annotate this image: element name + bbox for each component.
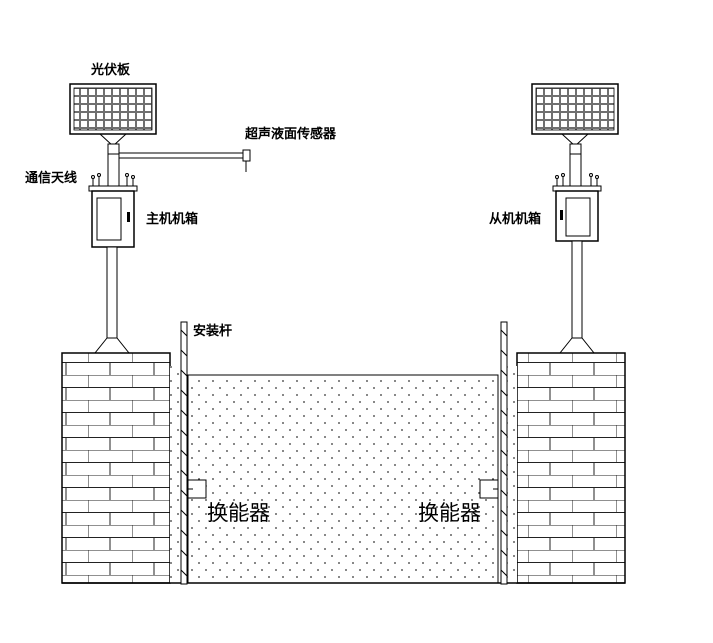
transducer-right-label: 换能器 [418,501,481,525]
transducer-left-label: 换能器 [207,501,270,525]
left-solar-panel [69,83,157,135]
left-lower-pole [106,246,118,344]
mounting-rod-label: 安装杆 [193,324,233,339]
slave-box-label: 从机机箱 [489,212,542,227]
antenna-label: 通信天线 [25,171,78,186]
left-panel-bracket [99,133,127,155]
slave-box [555,190,599,242]
left-transducer [187,479,207,499]
right-upper-pole [569,153,582,187]
right-mounting-rod [500,321,508,585]
left-upper-pole [107,153,120,187]
solar-panel-label: 光伏板 [91,63,131,78]
main-station [69,83,251,354]
right-brick-wall [516,352,626,584]
ultrasonic-sensor-label: 超声液面传感器 [245,127,337,142]
left-mounting-rod [180,321,188,585]
right-pole-base [558,337,596,354]
right-lower-pole [571,240,583,344]
main-box [91,190,135,248]
left-brick-wall [61,352,171,584]
left-pole-base [93,337,131,354]
slave-station [531,83,619,354]
right-transducer [479,479,499,499]
right-solar-panel [531,83,619,135]
right-panel-bracket [561,133,589,155]
water-channel [62,366,625,584]
ultrasonic-sensor-arm [118,149,251,172]
main-box-label: 主机机箱 [146,212,199,227]
